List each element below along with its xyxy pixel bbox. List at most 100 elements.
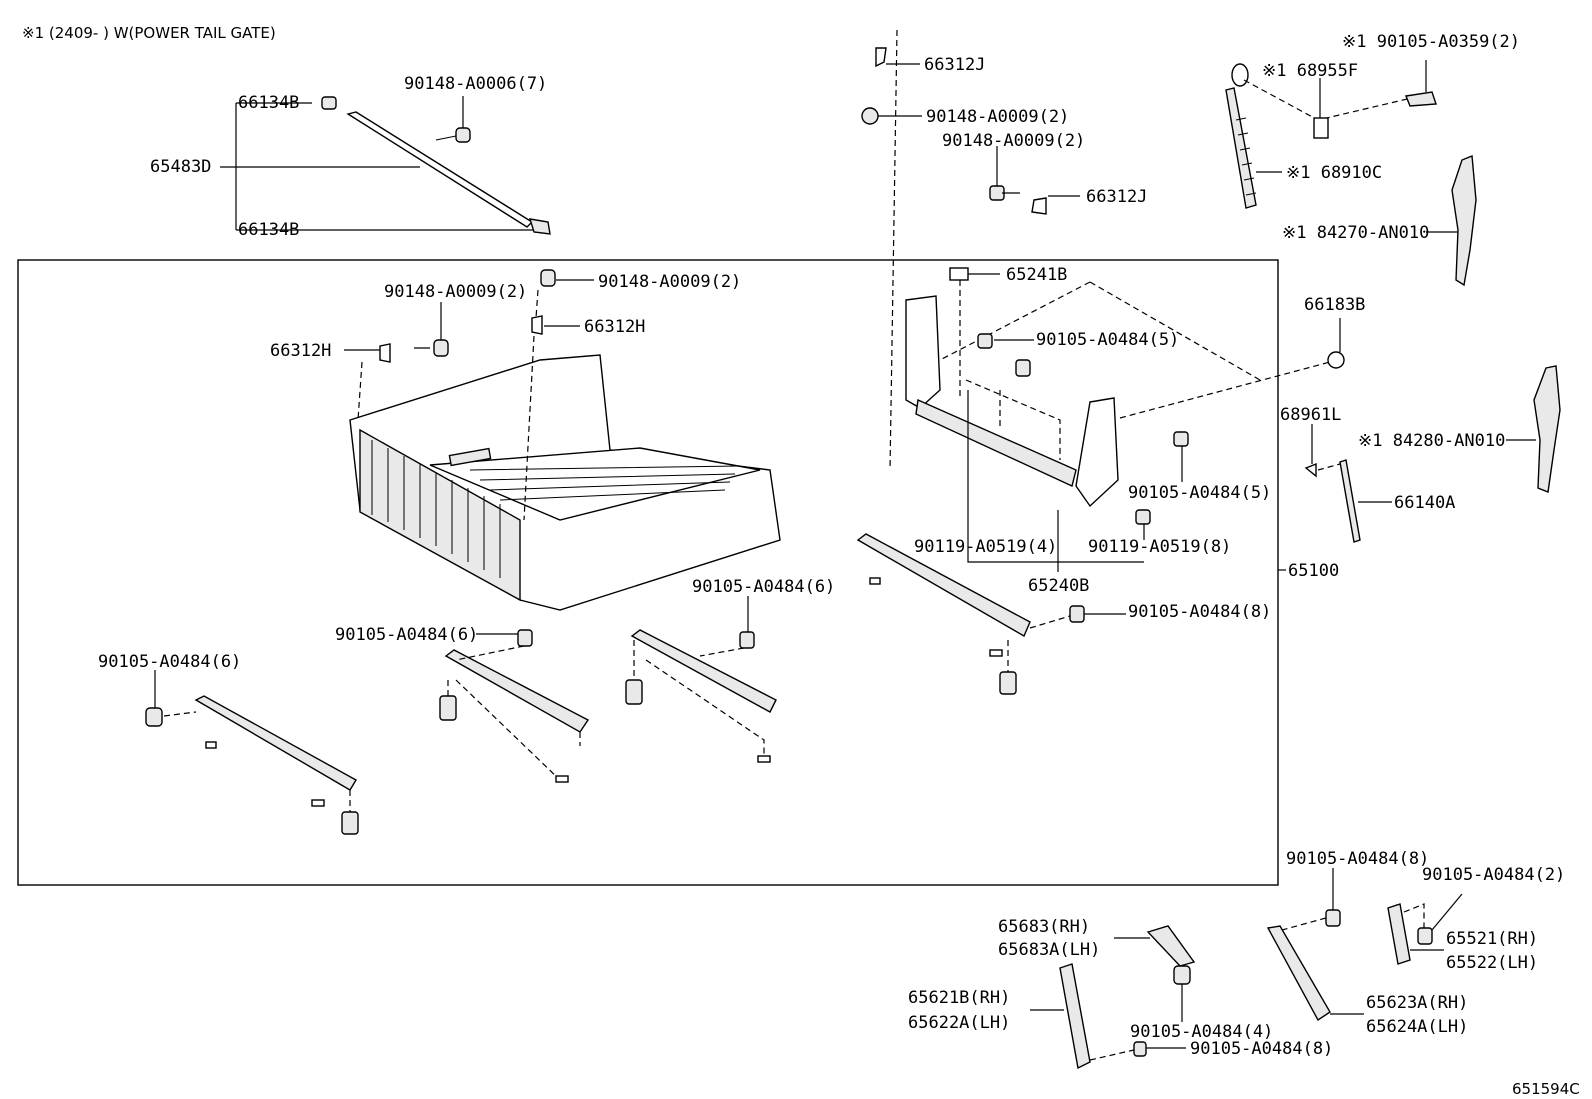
label-90105-A0484-5a: 90105-A0484(5): [1036, 330, 1179, 350]
bolt-icon-n: [1173, 965, 1191, 985]
label-65623A-RH: 65623A(RH): [1366, 993, 1468, 1013]
bolt-icon-c: [1015, 359, 1031, 377]
label-65100: 65100: [1288, 561, 1339, 581]
bolt-icon-q: [1417, 927, 1433, 945]
bolt-icon-o: [1133, 1041, 1147, 1057]
nut-icon-d: [433, 339, 449, 357]
label-65483D: 65483D: [150, 157, 211, 177]
power-tailgate-group: [1225, 60, 1561, 493]
truck-bed-body: [349, 354, 781, 611]
strut-68910C: [1225, 63, 1257, 209]
label-66140A: 66140A: [1394, 493, 1455, 513]
bolt-icon-k: [739, 631, 755, 649]
label-65683A-LH: 65683A(LH): [998, 940, 1100, 960]
screw-icon: [1405, 91, 1437, 107]
assembly-frame: [17, 259, 1279, 886]
clip-66312J-b: [1031, 197, 1047, 215]
sill-4: [856, 533, 1031, 638]
pad-65241B: [949, 267, 969, 281]
label-90105-A0484-8c: 90105-A0484(8): [1190, 1039, 1333, 1059]
label-90148-A0006: 90148-A0006(7): [404, 74, 547, 94]
bolt-icon-j: [625, 679, 643, 705]
header-left-post: [905, 295, 941, 409]
rear-header-group: [905, 267, 1392, 572]
bolt-icon-p: [1325, 909, 1341, 927]
clip-66312H-a: [531, 315, 543, 335]
label-90105-A0484-8a: 90105-A0484(8): [1128, 602, 1271, 622]
label-90105-A0484-8b: 90105-A0484(8): [1286, 849, 1429, 869]
bumper-66183B: [1327, 351, 1345, 369]
bolt-icon-d: [1173, 431, 1189, 447]
label-90148-A0009-d: 90148-A0009(2): [598, 272, 741, 292]
nut-icon-b: [989, 185, 1005, 201]
header-right-post: [1075, 397, 1119, 508]
bed-fasteners: [344, 269, 594, 521]
bolt-icon-h: [439, 695, 457, 721]
label-90148-A0009-c: 90148-A0009(2): [384, 282, 527, 302]
label-84280-AN010: ※1 84280-AN010: [1358, 431, 1505, 451]
label-90119-A0519-4: 90119-A0519(4): [914, 537, 1057, 557]
label-66312J-b: 66312J: [1086, 187, 1147, 207]
bracket-68955F: [1313, 117, 1329, 139]
header-note: ※1 (2409- ) W(POWER TAIL GATE): [22, 24, 276, 42]
label-68910C: ※1 68910C: [1286, 163, 1382, 183]
bracket-65623A: [1266, 925, 1331, 1022]
bolt-icon-g: [341, 811, 359, 835]
bracket-65683: [1146, 925, 1196, 967]
clip-66312J-a: [875, 47, 887, 68]
label-84270-AN010: ※1 84270-AN010: [1282, 223, 1429, 243]
reinforcement-65621B: [1059, 963, 1091, 1070]
harness-84270-AN010: [1451, 155, 1477, 287]
nut-icon: [861, 107, 879, 125]
header-rail: [915, 398, 1077, 487]
bolt-icon-e: [1135, 509, 1151, 525]
nut-icon-c: [540, 269, 556, 287]
label-66312H-b: 66312H: [270, 341, 331, 361]
label-65521-RH: 65521(RH): [1446, 929, 1538, 949]
label-65240B: 65240B: [1028, 576, 1089, 596]
tie-down-rail: [346, 111, 534, 228]
label-90148-A0009-b: 90148-A0009(2): [942, 131, 1085, 151]
tie-down-rail-group: [220, 96, 551, 235]
bolt-icon-i: [517, 629, 533, 647]
diagram-id: 651594C: [1512, 1080, 1580, 1098]
bolt-icon-m: [999, 671, 1017, 695]
label-90105-A0484-2: 90105-A0484(2): [1422, 865, 1565, 885]
label-66312J-a: 66312J: [924, 55, 985, 75]
label-65683-RH: 65683(RH): [998, 917, 1090, 937]
label-65622A-LH: 65622A(LH): [908, 1013, 1010, 1033]
cross-sills: [145, 533, 1126, 835]
sill-3: [630, 629, 777, 713]
label-68961L: 68961L: [1280, 405, 1341, 425]
rail-end-cap-bottom: [528, 218, 551, 235]
label-90105-A0484-6a: 90105-A0484(6): [98, 652, 241, 672]
label-66312H-a: 66312H: [584, 317, 645, 337]
bolt-icon: [435, 127, 471, 143]
label-65624A-LH: 65624A(LH): [1366, 1017, 1468, 1037]
bolt-icon-b: [977, 333, 993, 349]
clip-66312H-b: [379, 343, 391, 363]
rod-66140A: [1339, 459, 1361, 543]
bolt-icon-f: [145, 707, 163, 727]
label-90105-A0484-5b: 90105-A0484(5): [1128, 483, 1271, 503]
label-90105-A0484-6b: 90105-A0484(6): [335, 625, 478, 645]
label-65621B-RH: 65621B(RH): [908, 988, 1010, 1008]
bracket-65521: [1387, 903, 1411, 965]
label-66134B-top: 66134B: [238, 93, 299, 113]
clip-68961L: [1304, 462, 1317, 478]
bottom-brackets: [1030, 868, 1463, 1070]
clip-group-top: [861, 29, 1080, 471]
label-66134B-bottom: 66134B: [238, 220, 299, 240]
label-66183B: 66183B: [1304, 295, 1365, 315]
label-90105-A0484-6c: 90105-A0484(6): [692, 577, 835, 597]
label-90105-A0359: ※1 90105-A0359(2): [1342, 32, 1520, 52]
sill-1: [194, 695, 357, 791]
rail-end-cap-top: [321, 96, 337, 110]
label-65522-LH: 65522(LH): [1446, 953, 1538, 973]
label-90119-A0519-8: 90119-A0519(8): [1088, 537, 1231, 557]
label-90148-A0009-a: 90148-A0009(2): [926, 107, 1069, 127]
label-90105-A0484-4: 90105-A0484(4): [1130, 1022, 1273, 1042]
bolt-icon-l: [1069, 605, 1085, 623]
label-65241B: 65241B: [1006, 265, 1067, 285]
